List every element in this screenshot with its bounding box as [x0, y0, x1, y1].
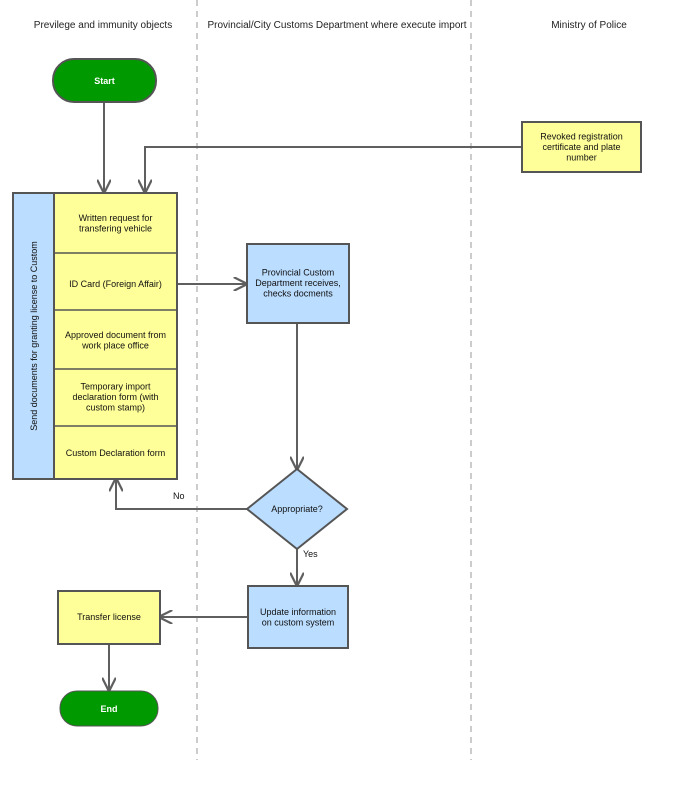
decision-label: Appropriate? [271, 504, 323, 514]
label-line: on custom system [262, 617, 335, 627]
label-line: number [566, 153, 597, 163]
transfer-license-node [57, 590, 161, 645]
revoked-registration-node [521, 121, 642, 173]
decision-node [245, 467, 349, 551]
label-line: Custom Declaration form [66, 448, 166, 458]
edge-decision-no [116, 479, 247, 510]
end-label: End [101, 704, 118, 714]
label-line: Provincial Custom [262, 268, 335, 278]
label-line: Approved document from [65, 330, 166, 340]
start-node [52, 58, 157, 103]
label-line: Transfer license [77, 612, 141, 622]
label-line: Update information [260, 607, 336, 617]
update-information-node [247, 585, 349, 649]
doc-id-card-label: ID Card (Foreign Affair) [69, 279, 162, 289]
label-line: work place office [81, 340, 149, 350]
transfer-license-label: Transfer license [77, 612, 141, 622]
edge-revoked-to-documents [145, 146, 521, 192]
documents-group [53, 192, 178, 480]
provincial-custom-node [246, 243, 350, 324]
label-line: custom stamp) [86, 403, 145, 413]
edge-label-no: No [173, 491, 185, 501]
lane-title-privilege: Previlege and immunity objects [34, 20, 172, 31]
documents-group-title: Send documents for granting license to C… [29, 241, 39, 431]
lane-title-customs: Provincial/City Customs Department where… [208, 20, 467, 31]
end-node [59, 690, 159, 727]
label-line: certificate and plate [542, 142, 620, 152]
label-line: Department receives, [255, 278, 341, 288]
label-line: Revoked registration [540, 132, 623, 142]
label-line: checks docments [263, 289, 333, 299]
doc-custom-declaration-label: Custom Declaration form [66, 448, 166, 458]
edge-label-yes: Yes [303, 549, 318, 559]
lane-title-police: Ministry of Police [551, 20, 627, 31]
label-line: ID Card (Foreign Affair) [69, 279, 162, 289]
start-label: Start [94, 76, 115, 86]
label-line: declaration form (with [72, 392, 158, 402]
label-line: transfering vehicle [79, 223, 152, 233]
label-line: Temporary import [80, 382, 151, 392]
label-line: Written request for [79, 213, 153, 223]
